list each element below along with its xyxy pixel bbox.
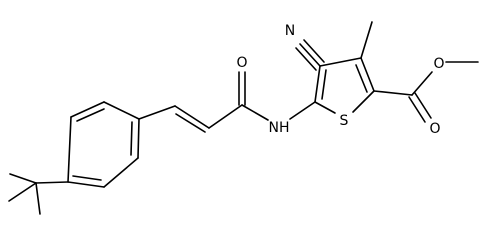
amide-o-label: O: [236, 55, 247, 71]
label-bg-n: [283, 21, 297, 38]
bond-vinyl-carbonyl: [208, 104, 243, 129]
bond-ring-3-inner: [130, 121, 133, 156]
bond-vinyl-double: [174, 105, 210, 129]
bond-tbu-4: [8, 182, 37, 202]
amide-group: [238, 71, 316, 121]
bond-n-thiophene: [289, 101, 316, 120]
atom-labels: N O O O NH S: [236, 21, 445, 137]
bond-ring-2: [103, 157, 139, 188]
bond-th-c5-c4: [314, 65, 321, 103]
bond-tbu-2: [9, 173, 37, 184]
bond-nitrile-1: [299, 43, 321, 67]
bond-ring-1-inner: [72, 175, 102, 181]
bond-tbu-3: [35, 182, 41, 215]
bond-ring-3: [137, 118, 140, 159]
vinyl-linker: [138, 104, 243, 133]
bond-ring-4: [103, 101, 140, 120]
bond-vinyl-double-inner: [175, 113, 206, 133]
amide-nh-label: NH: [269, 120, 290, 136]
bond-ring-5: [70, 101, 105, 118]
tert-butyl-group: [8, 173, 69, 215]
bond-ring-5-inner: [76, 108, 105, 122]
bond-ring-6: [67, 116, 72, 183]
bond-ester-co-a: [408, 96, 426, 123]
nitrile-group: [295, 39, 325, 71]
bond-ester-co-b: [414, 92, 432, 119]
ester-o-methoxy-label: O: [433, 56, 444, 72]
molecule-structure: N O O O NH S: [8, 21, 479, 215]
bond-carbonyl-n: [241, 104, 269, 121]
bond-th-c3-c2: [360, 57, 375, 92]
bond-th-c4-c3: [319, 57, 362, 67]
thiophene-ring: [314, 57, 375, 114]
ester-o-carbonyl-label: O: [429, 121, 440, 137]
bond-aryl-vinyl: [138, 105, 176, 120]
bond-th-c5-c4-inner: [321, 69, 327, 100]
ester-group: [373, 61, 479, 123]
bond-ester-o-single: [411, 71, 433, 96]
bond-tbu-1: [35, 181, 69, 184]
benzene-ring: [67, 101, 140, 188]
bond-methyl: [360, 21, 373, 59]
bond-nitrile-3: [295, 47, 317, 71]
thiophene-s-label: S: [340, 113, 349, 129]
bond-th-c2-s: [352, 90, 375, 113]
bond-ring-1: [67, 181, 105, 188]
bond-nitrile-2: [303, 39, 325, 63]
bond-ring-ester: [373, 90, 413, 96]
bond-th-s-c5: [314, 101, 336, 114]
bond-th-c3-c2-inner: [355, 64, 368, 93]
nitrile-n-label: N: [285, 23, 295, 39]
